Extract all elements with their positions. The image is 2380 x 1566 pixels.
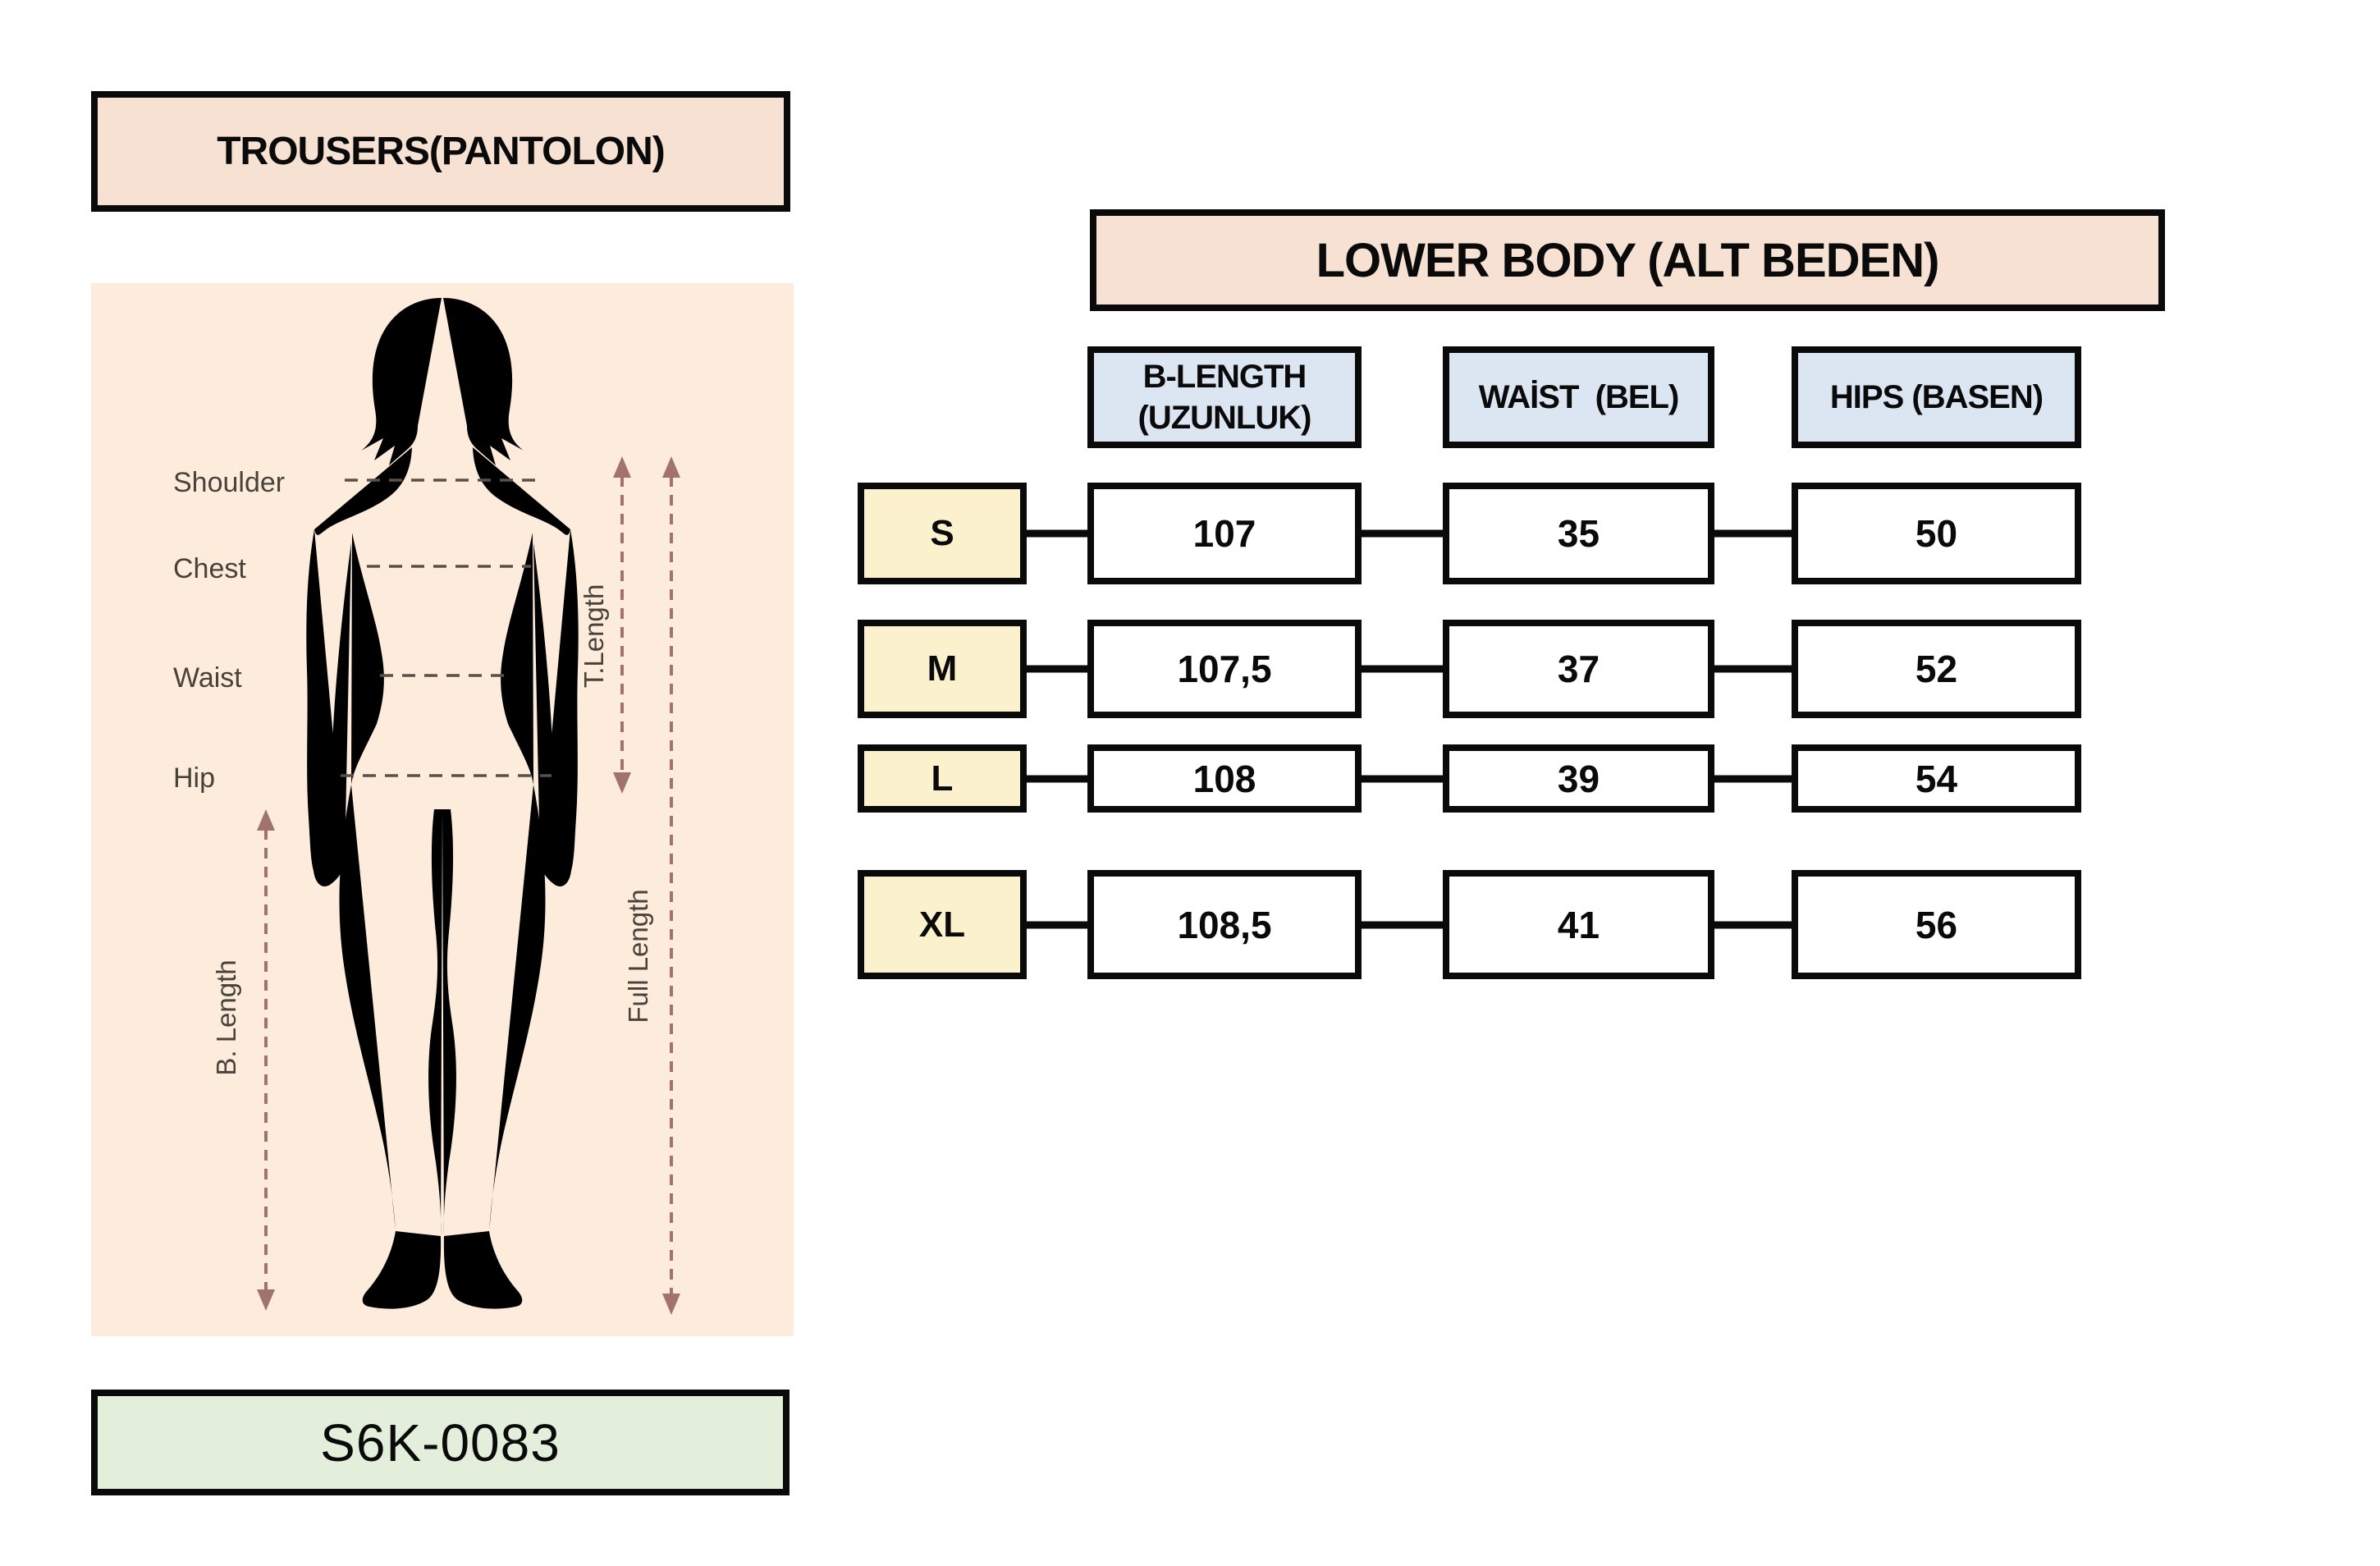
cell-xl-b-length: 108,5 [1087, 870, 1362, 979]
column-header-waist: WAİST (BEL) [1443, 346, 1714, 448]
shoulder-label: Shoulder [173, 467, 285, 498]
column-header-b-length: B-LENGTH (UZUNLUK) [1087, 346, 1362, 448]
connector-line [1355, 921, 1449, 928]
full-length-label: Full Length [623, 889, 653, 1023]
chest-label: Chest [173, 553, 246, 584]
cell-s-waist: 35 [1443, 483, 1714, 584]
t-length-label: T.Length [579, 584, 609, 689]
connector-line [1708, 775, 1798, 782]
cell-l-b-length: 108 [1087, 744, 1362, 813]
size-label-xl: XL [858, 870, 1027, 979]
waist-label: Waist [173, 662, 242, 694]
garment-title: TROUSERS(PANTOLON) [217, 130, 666, 173]
size-label-m: M [858, 620, 1027, 718]
cell-s-hips: 50 [1792, 483, 2081, 584]
cell-l-hips: 54 [1792, 744, 2081, 813]
cell-m-hips: 52 [1792, 620, 2081, 718]
body-figure-svg: Shoulder Chest Waist Hip T.Le [173, 298, 680, 1315]
cell-xl-hips: 56 [1792, 870, 2081, 979]
table-title-box: LOWER BODY (ALT BEDEN) [1090, 209, 2165, 311]
body-measurement-diagram: Shoulder Chest Waist Hip T.Le [91, 283, 794, 1336]
connector-line [1355, 529, 1449, 538]
connector-line [1355, 665, 1449, 673]
size-label-l: L [858, 744, 1027, 813]
connector-line [1708, 529, 1798, 538]
product-code: S6K-0083 [320, 1413, 561, 1472]
measurement-dashed-lines [341, 478, 552, 777]
full-length-arrow [662, 456, 680, 1315]
size-label-s: S [858, 483, 1027, 584]
hip-label: Hip [173, 762, 215, 794]
b-length-label: B. Length [211, 959, 241, 1075]
column-header-hips: HIPS (BASEN) [1792, 346, 2081, 448]
table-row-m: M 107,5 37 52 [0, 620, 2380, 718]
connector-line [1020, 775, 1094, 782]
garment-title-box: TROUSERS(PANTOLON) [91, 91, 790, 212]
b-length-arrow [257, 809, 275, 1311]
connector-line [1708, 921, 1798, 928]
product-code-box: S6K-0083 [91, 1390, 790, 1495]
cell-m-waist: 37 [1443, 620, 1714, 718]
table-row-xl: XL 108,5 41 56 [0, 870, 2380, 979]
cell-s-b-length: 107 [1087, 483, 1362, 584]
t-length-arrow [613, 456, 631, 794]
table-row-s: S 107 35 50 [0, 483, 2380, 584]
connector-line [1020, 665, 1094, 673]
cell-l-waist: 39 [1443, 744, 1714, 813]
connector-line [1020, 921, 1094, 928]
connector-line [1355, 775, 1449, 782]
connector-line [1708, 665, 1798, 673]
table-title: LOWER BODY (ALT BEDEN) [1316, 233, 1940, 287]
connector-line [1020, 529, 1094, 538]
cell-xl-waist: 41 [1443, 870, 1714, 979]
table-row-l: L 108 39 54 [0, 744, 2380, 813]
cell-m-b-length: 107,5 [1087, 620, 1362, 718]
